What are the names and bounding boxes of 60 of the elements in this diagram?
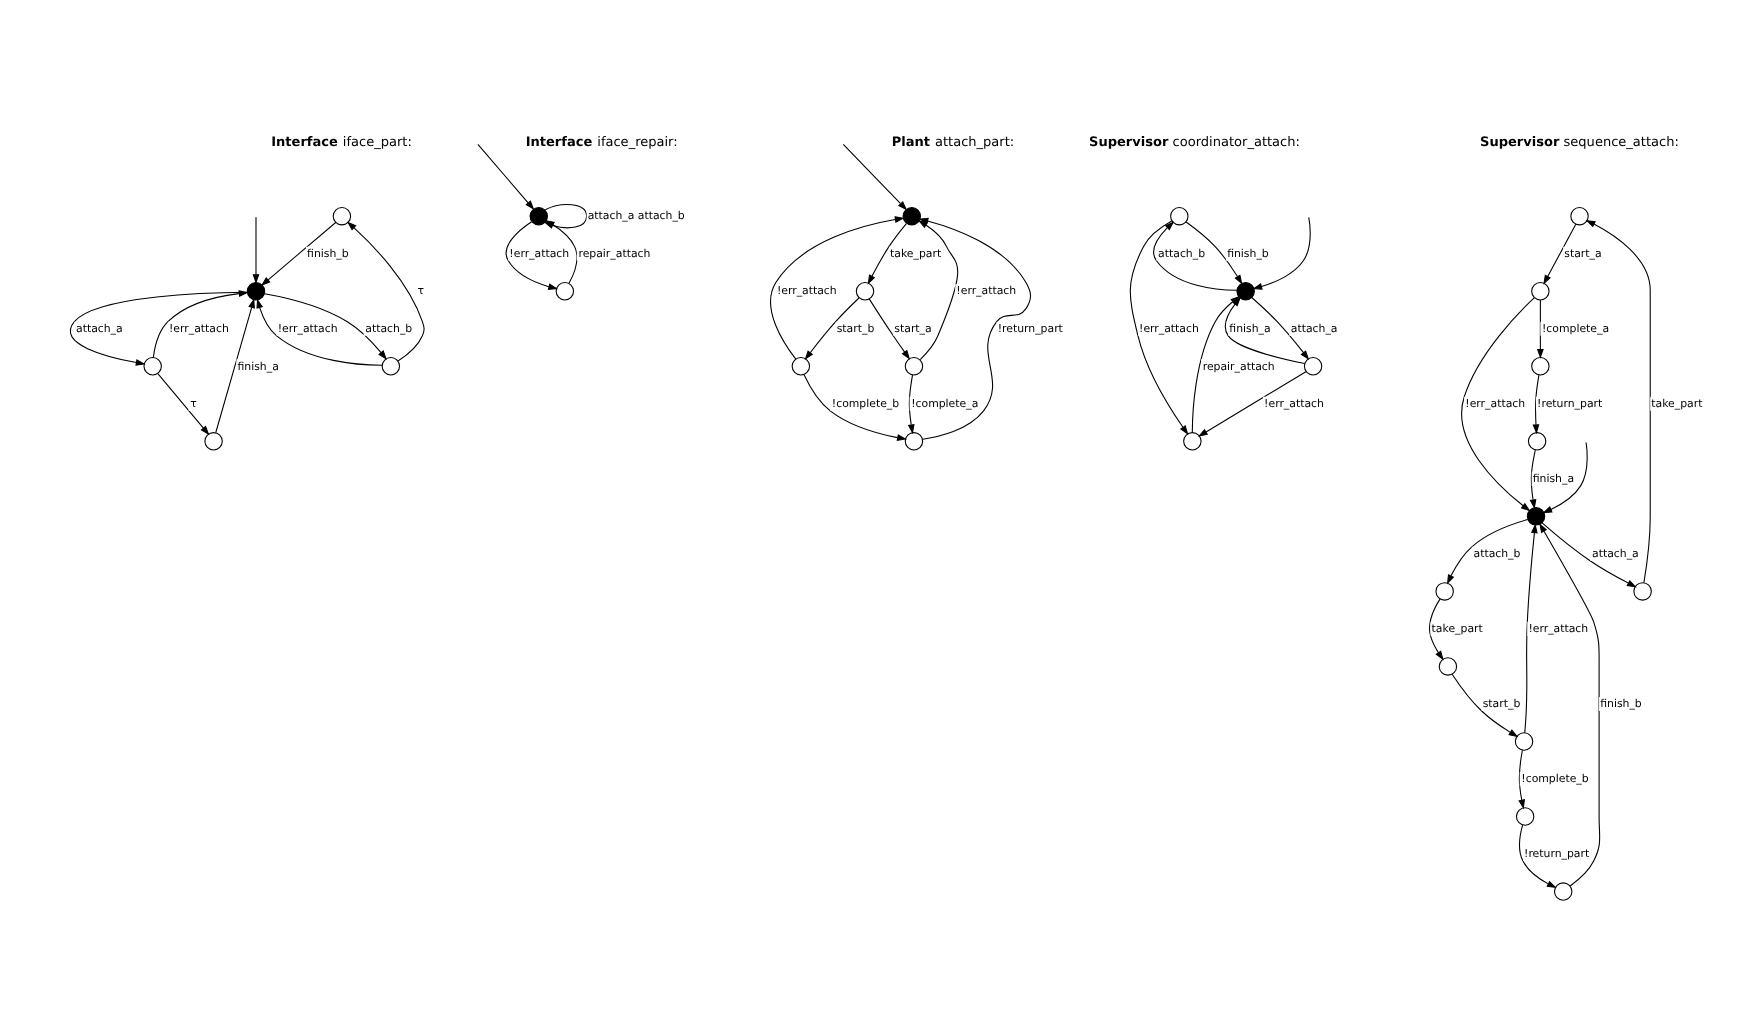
arrow — [1129, 220, 1189, 435]
arrow — [842, 143, 908, 211]
node-circle — [1515, 807, 1535, 826]
arrow — [1429, 598, 1444, 661]
node-circle — [1435, 582, 1454, 601]
node-circle — [1553, 882, 1573, 901]
arrow — [260, 221, 337, 287]
arrow — [917, 220, 959, 361]
arrow — [1532, 374, 1540, 435]
arrow — [1197, 371, 1307, 437]
arrow — [1529, 449, 1537, 510]
node-circle — [1514, 732, 1534, 751]
node-circle — [1633, 582, 1652, 601]
arrow — [215, 298, 255, 434]
arrow — [1541, 522, 1637, 588]
arrow — [1519, 824, 1557, 889]
node-circle — [381, 357, 401, 376]
node-circle — [555, 282, 575, 301]
arrow — [1585, 219, 1651, 584]
node-circle — [1303, 357, 1323, 376]
node-circle — [1526, 507, 1546, 526]
node-circle — [1531, 282, 1550, 301]
arrow — [770, 216, 905, 360]
arrow — [918, 217, 1032, 440]
arrow — [804, 297, 860, 361]
node-circle — [1570, 206, 1589, 226]
arrow — [868, 298, 911, 360]
arrow — [1518, 749, 1526, 810]
node-circle — [246, 282, 266, 301]
node-circle — [855, 282, 875, 301]
node-circle — [143, 357, 162, 376]
node-circle — [1527, 432, 1547, 451]
arrow — [69, 291, 248, 366]
arrow — [157, 373, 210, 436]
arrow — [477, 143, 535, 210]
node-circle — [904, 357, 924, 376]
arrow — [252, 216, 260, 284]
node-circle — [1438, 657, 1458, 676]
node-circle — [904, 432, 924, 451]
arrow — [1446, 519, 1529, 585]
arrow — [1539, 522, 1601, 887]
arrow — [1185, 221, 1243, 285]
arrow — [1543, 223, 1577, 285]
arrow — [152, 290, 249, 358]
node-circle — [791, 357, 811, 376]
arrow — [1524, 523, 1538, 734]
node-circle — [332, 206, 352, 226]
arrow — [907, 374, 915, 435]
node-circle — [1236, 282, 1255, 301]
arrow — [867, 222, 908, 285]
arrow — [803, 374, 907, 441]
node-circle — [1170, 206, 1189, 226]
node-circle — [529, 206, 548, 226]
node-circle — [204, 432, 223, 451]
arrow — [1542, 441, 1588, 514]
node-circle — [1183, 432, 1202, 451]
arrow — [1251, 296, 1310, 361]
node-circle — [1531, 357, 1550, 376]
arrow — [1252, 216, 1311, 290]
node-circle — [902, 206, 922, 226]
